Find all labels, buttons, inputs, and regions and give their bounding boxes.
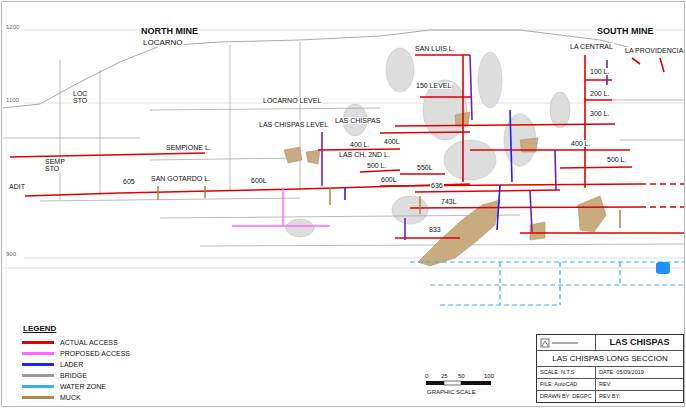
level-label: 600L [380, 176, 398, 183]
level-label: 743L [440, 198, 458, 205]
muck-passes [158, 186, 620, 228]
proposed-access [232, 188, 330, 226]
mine-name: NORTH MINE [140, 27, 199, 36]
area-name: LA PROVIDENCIA [624, 47, 684, 54]
level-label: 150 LEVEL [415, 82, 452, 89]
scale-number: 50 [457, 373, 466, 379]
level-label: LAS CHISPAS LEVEL [258, 121, 329, 128]
level-label: 500 L. [366, 162, 387, 169]
level-label: 500 L. [606, 156, 627, 163]
actual-access [10, 55, 684, 238]
legend-heading: LEGEND [22, 325, 57, 333]
elevation-label: 900 [5, 251, 17, 257]
title-block-field: REV BY: [595, 390, 683, 402]
level-label: 400 L. [570, 140, 591, 147]
level-label: LOCARNO LEVEL [262, 97, 322, 104]
legend-row: LADER [22, 359, 83, 369]
title-block-field: REV: [595, 378, 683, 390]
legend-text: PROPOSED ACCESS [60, 350, 130, 357]
muck-areas [284, 112, 606, 266]
stope-label: SEMP STO [44, 158, 66, 173]
water-body [656, 262, 670, 274]
area-name: LA CENTRAL [569, 43, 614, 50]
level-label: 550L [416, 164, 434, 171]
level-label: 100 L. [589, 68, 610, 75]
level-label: SAN GOTARDO L. [150, 175, 211, 182]
elevation-lines [3, 30, 684, 268]
legend-row: WATER ZONE [22, 381, 106, 391]
water-zone [410, 262, 684, 305]
legend-swatch [22, 363, 54, 366]
level-label: 200 L. [589, 90, 610, 97]
legend-row: ACTUAL ACCESS [22, 337, 118, 347]
legend-text: LADER [60, 361, 83, 368]
level-label: 400L [383, 138, 401, 145]
elevation-label: 1100 [5, 97, 20, 103]
elevation-label: 1200 [5, 24, 20, 30]
level-label: 636 [430, 182, 444, 189]
legend-swatch [22, 374, 54, 377]
scale-title: GRAPHIC SCALE [426, 389, 477, 395]
logo-mark [540, 337, 580, 349]
title-block-field: SCALE: N.T.S [537, 366, 595, 378]
level-label: 400 L. [349, 141, 370, 148]
company-logo [537, 335, 595, 350]
title-block-field: DRAWN BY: DEGPC [537, 390, 595, 402]
title-block-field: DATE: 05/09/2019 [595, 366, 683, 378]
scale-number: 25 [440, 373, 449, 379]
level-label: 605 [122, 178, 136, 185]
level-label: 600L [250, 177, 268, 184]
legend-text: ACTUAL ACCESS [60, 339, 118, 346]
scale-bar [426, 381, 491, 385]
area-name: LOCARNO [142, 39, 184, 47]
legend-swatch [22, 396, 54, 399]
legend-text: BRIDGE [60, 372, 87, 379]
legend-row: MUCK [22, 392, 81, 402]
portal-label: ADIT [8, 183, 26, 190]
legend-text: WATER ZONE [60, 383, 106, 390]
legend-swatch [22, 352, 54, 355]
level-label: SAN LUIS L. [414, 45, 456, 52]
scale-number: 100 [483, 373, 495, 379]
level-label: LAS CH. 2ND L. [338, 151, 391, 158]
old-drifts [3, 42, 684, 246]
level-label: 300 L. [589, 110, 610, 117]
level-label: 833 [428, 226, 442, 233]
title-text: LAS CHISPAS [595, 335, 683, 350]
legend-swatch [22, 341, 54, 344]
scale-number: 0 [424, 373, 429, 379]
level-label: SEMPIONE L. [165, 144, 212, 151]
legend-swatch [22, 385, 54, 388]
level-label: LAS CHISPAS [334, 117, 381, 124]
legend-row: BRIDGE [22, 370, 87, 380]
subtitle-text: LAS CHISPAS LONG SECCION [537, 350, 683, 366]
mine-name: SOUTH MINE [596, 27, 655, 36]
title-block: LAS CHISPASLAS CHISPAS LONG SECCIONSCALE… [536, 334, 684, 403]
legend-row: PROPOSED ACCESS [22, 348, 130, 358]
topography-line [3, 30, 684, 108]
ladders [322, 55, 607, 240]
legend-text: MUCK [60, 394, 81, 401]
title-block-field: FILE: AutoCAD [537, 378, 595, 390]
stope-label: LOC STO [72, 90, 88, 105]
